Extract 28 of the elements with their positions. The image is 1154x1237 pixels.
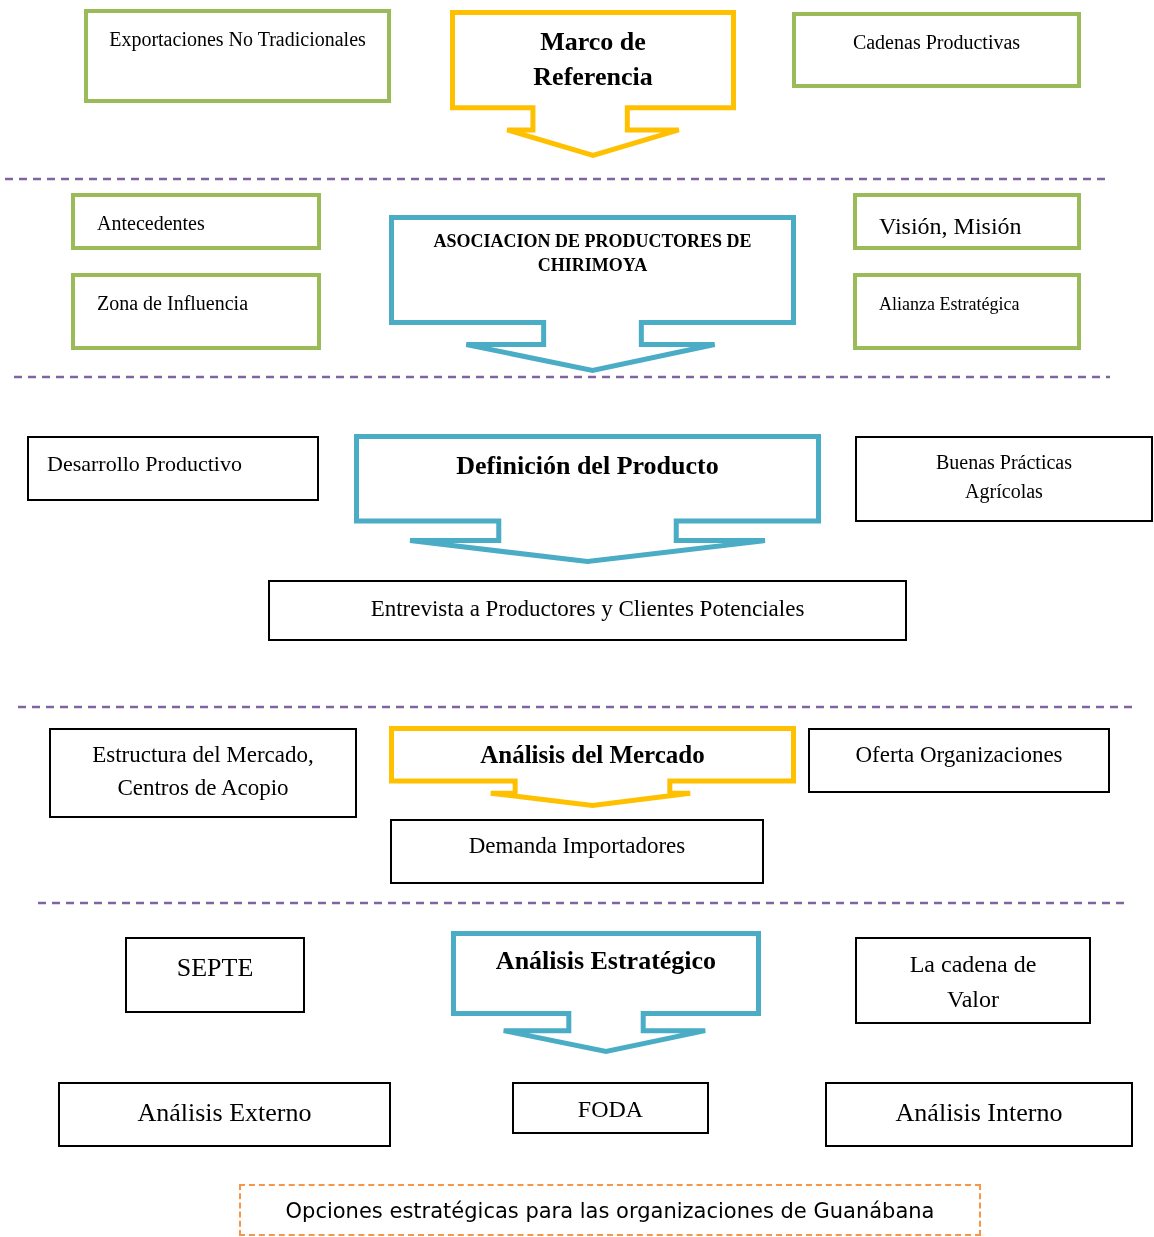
down-arrow-callout <box>354 434 821 564</box>
down-arrow-callout <box>389 215 796 373</box>
callout-title: Análisis del Mercado <box>479 740 706 770</box>
callout-title: Marco de Referencia <box>532 26 654 94</box>
text-box: Desarrollo Productivo <box>27 436 319 501</box>
text-box: FODA <box>512 1082 709 1134</box>
text-box: Oferta Organizaciones <box>808 728 1110 793</box>
result-box: Opciones estratégicas para las organizaciones de Guanábana <box>239 1184 981 1236</box>
callout-title: ASOCIACION DE PRODUCTORES DE CHIRIMOYA <box>432 230 753 278</box>
text-box: Análisis Externo <box>58 1082 391 1147</box>
text-box: Visión, Misión <box>853 193 1081 250</box>
text-box: La cadena de Valor <box>855 937 1091 1024</box>
text-box: Estructura del Mercado, Centros de Acopio <box>49 728 357 818</box>
down-arrow-callout <box>450 10 736 158</box>
text-box: Demanda Importadores <box>390 819 764 884</box>
text-box: Entrevista a Productores y Clientes Potenciales <box>268 580 907 641</box>
text-box: Exportaciones No Tradicionales <box>84 9 391 103</box>
down-arrow-callout <box>451 931 761 1054</box>
callout-title: Análisis Estratégico <box>494 945 718 977</box>
callout-title: Definición del Producto <box>455 450 720 482</box>
text-box: Zona de Influencia <box>71 273 321 350</box>
text-box: Buenas Prácticas Agrícolas <box>855 436 1153 522</box>
text-box: Cadenas Productivas <box>792 12 1081 88</box>
text-box: Alianza Estratégica <box>853 273 1081 350</box>
down-arrow-callout <box>389 726 796 808</box>
text-box: Análisis Interno <box>825 1082 1133 1147</box>
text-box: Antecedentes <box>71 193 321 250</box>
text-box: SEPTE <box>125 937 305 1013</box>
